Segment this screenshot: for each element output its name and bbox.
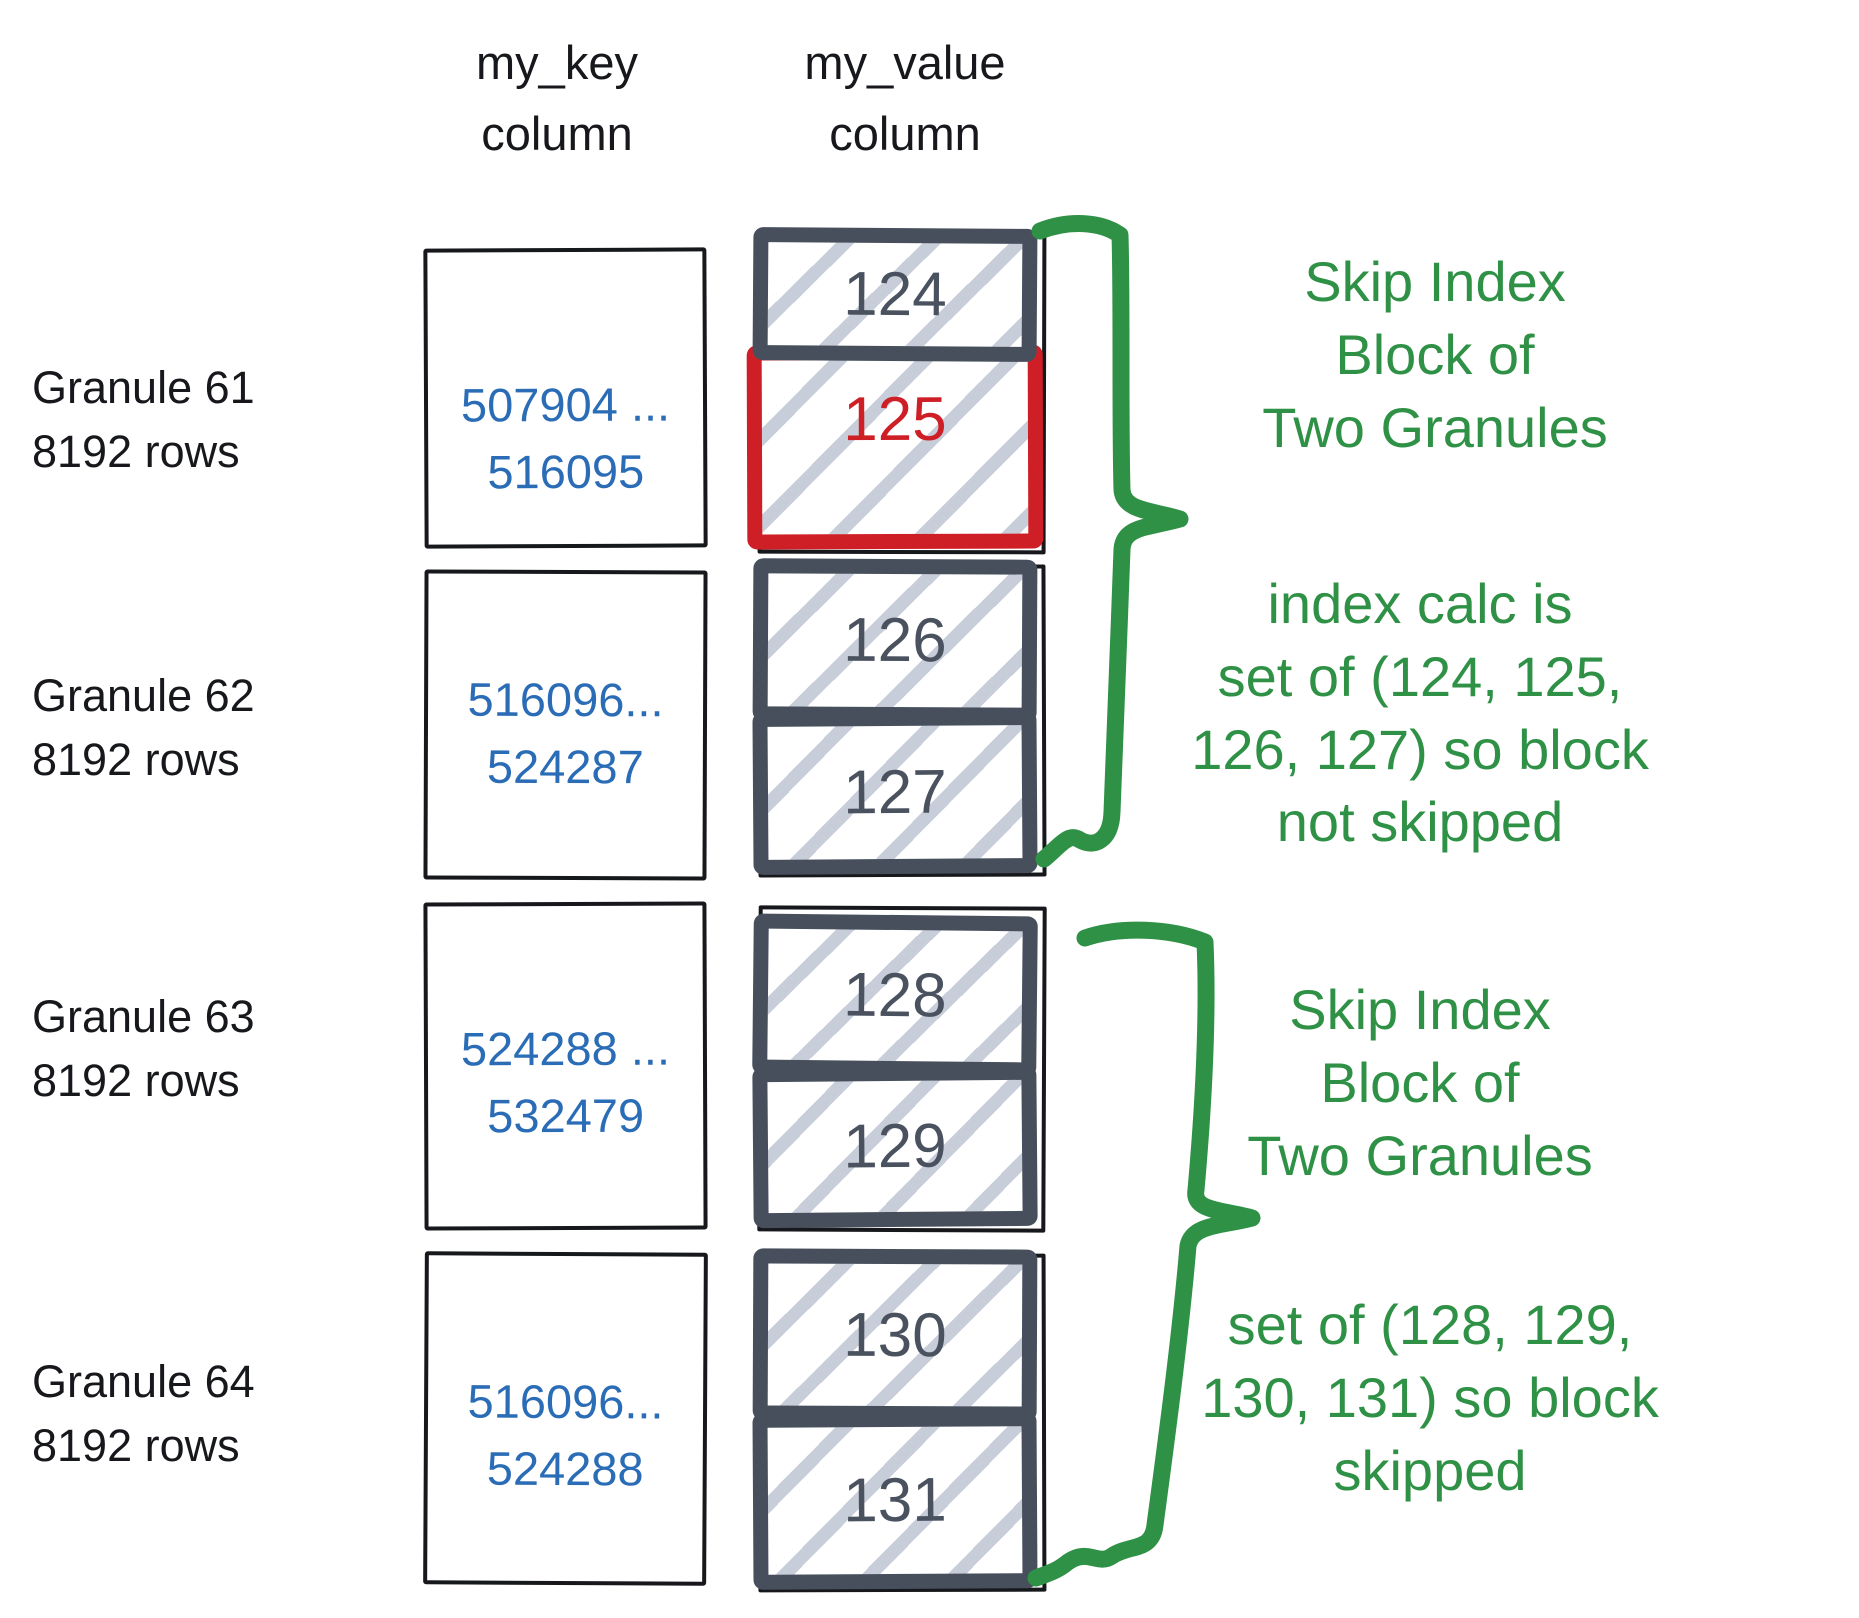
value-block-129: 129 [752, 1064, 1038, 1229]
granule-61-key-box: 507904 ... 516095 [423, 247, 708, 549]
value-block-130: 130 [752, 1248, 1038, 1422]
value-block-128: 128 [752, 913, 1038, 1078]
value-block-131: 131 [752, 1411, 1038, 1590]
value-block-127-number: 127 [843, 757, 947, 828]
granule-61-key-range: 507904 ... 516095 [460, 377, 671, 499]
granule-61-label: Granule 61 8192 rows [32, 362, 255, 477]
annotation-skip-index-bottom: Skip Index Block of Two Granules [1247, 978, 1593, 1187]
value-block-124: 124 [752, 227, 1038, 362]
value-block-126: 126 [752, 558, 1038, 723]
value-block-127: 127 [752, 710, 1038, 875]
granule-64-label: Granule 64 8192 rows [32, 1356, 255, 1471]
value-block-130-number: 130 [843, 1300, 947, 1370]
granule-62-key-box: 516096... 524287 [423, 569, 708, 881]
annotation-index-calc-not-skipped: index calc is set of (124, 125, 126, 127… [1191, 572, 1649, 854]
annotation-set-skipped: set of (128, 129, 130, 131) so block ski… [1201, 1293, 1659, 1502]
granule-63-key-range: 524288 ... 532479 [460, 1021, 671, 1143]
granule-63-label: Granule 63 8192 rows [32, 991, 255, 1106]
my-value-column-header: my_value column [804, 36, 1006, 160]
value-block-131-number: 131 [843, 1465, 947, 1536]
value-block-125-number: 125 [843, 384, 947, 454]
value-block-125-highlighted: 125 [746, 344, 1044, 550]
value-block-129-number: 129 [842, 1111, 948, 1182]
granule-62-label: Granule 62 8192 rows [32, 670, 255, 785]
value-block-128-number: 128 [842, 960, 948, 1031]
granule-64-key-range: 516096... 524288 [467, 1374, 664, 1496]
my-key-column-header: my_key column [476, 36, 638, 160]
granule-64-key-box: 516096... 524288 [423, 1251, 708, 1586]
granule-62-key-range: 516096... 524287 [467, 672, 664, 794]
granule-63-key-box: 524288 ... 532479 [423, 901, 708, 1231]
value-block-126-number: 126 [843, 605, 947, 676]
annotation-skip-index-top: Skip Index Block of Two Granules [1262, 250, 1608, 459]
value-block-124-number: 124 [843, 259, 947, 330]
